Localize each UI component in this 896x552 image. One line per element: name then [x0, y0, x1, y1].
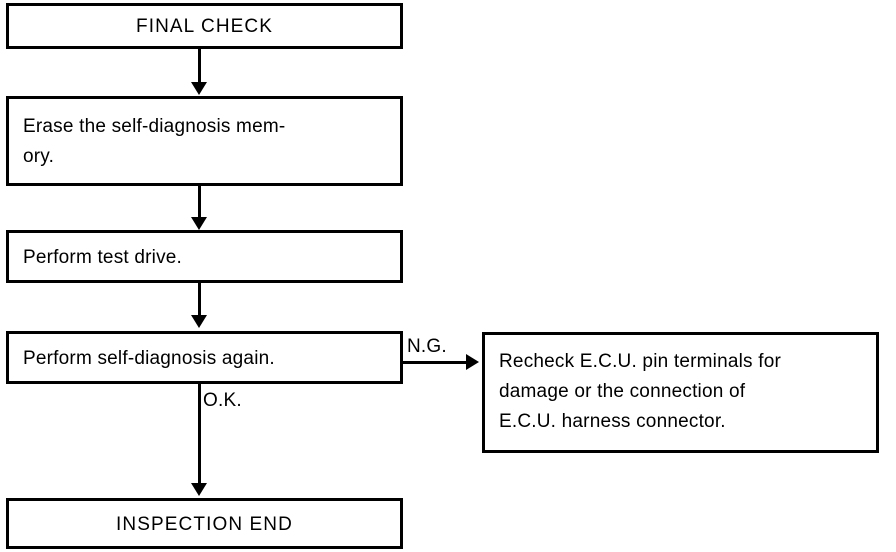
arrow-right-icon-to-recheck-ecu — [466, 354, 479, 370]
node-inspection-end-label: INSPECTION END — [116, 514, 293, 535]
connector-erase-memory-to-test-drive — [198, 186, 201, 218]
node-recheck-ecu-pin-terminals: Recheck E.C.U. pin terminals for damage … — [482, 332, 879, 453]
connector-test-drive-to-self-diagnosis — [198, 283, 201, 316]
node-perform-test-drive-label: Perform test drive. — [23, 247, 183, 268]
node-erase-self-diagnosis-memory-label: Erase the self-diagnosis mem- ory. — [23, 116, 286, 167]
edge-label-ng: N.G. — [407, 336, 447, 357]
edge-label-ok: O.K. — [203, 390, 242, 411]
node-perform-test-drive: Perform test drive. — [6, 230, 403, 283]
arrow-down-icon-to-erase-memory — [191, 82, 207, 95]
node-perform-self-diagnosis-again: Perform self-diagnosis again. — [6, 331, 403, 384]
node-perform-self-diagnosis-again-label: Perform self-diagnosis again. — [23, 348, 275, 369]
node-final-check-label: FINAL CHECK — [135, 16, 274, 37]
connector-self-diagnosis-to-inspection-end — [198, 384, 201, 484]
node-inspection-end: INSPECTION END — [6, 498, 403, 549]
connector-self-diagnosis-to-recheck-ecu — [403, 361, 469, 364]
arrow-down-icon-to-test-drive — [191, 217, 207, 230]
node-final-check: FINAL CHECK — [6, 3, 403, 49]
connector-final-check-to-erase-memory — [198, 49, 201, 83]
node-recheck-ecu-pin-terminals-label: Recheck E.C.U. pin terminals for damage … — [499, 351, 781, 432]
arrow-down-icon-to-self-diagnosis — [191, 315, 207, 328]
arrow-down-icon-to-inspection-end — [191, 483, 207, 496]
node-erase-self-diagnosis-memory: Erase the self-diagnosis mem- ory. — [6, 96, 403, 186]
